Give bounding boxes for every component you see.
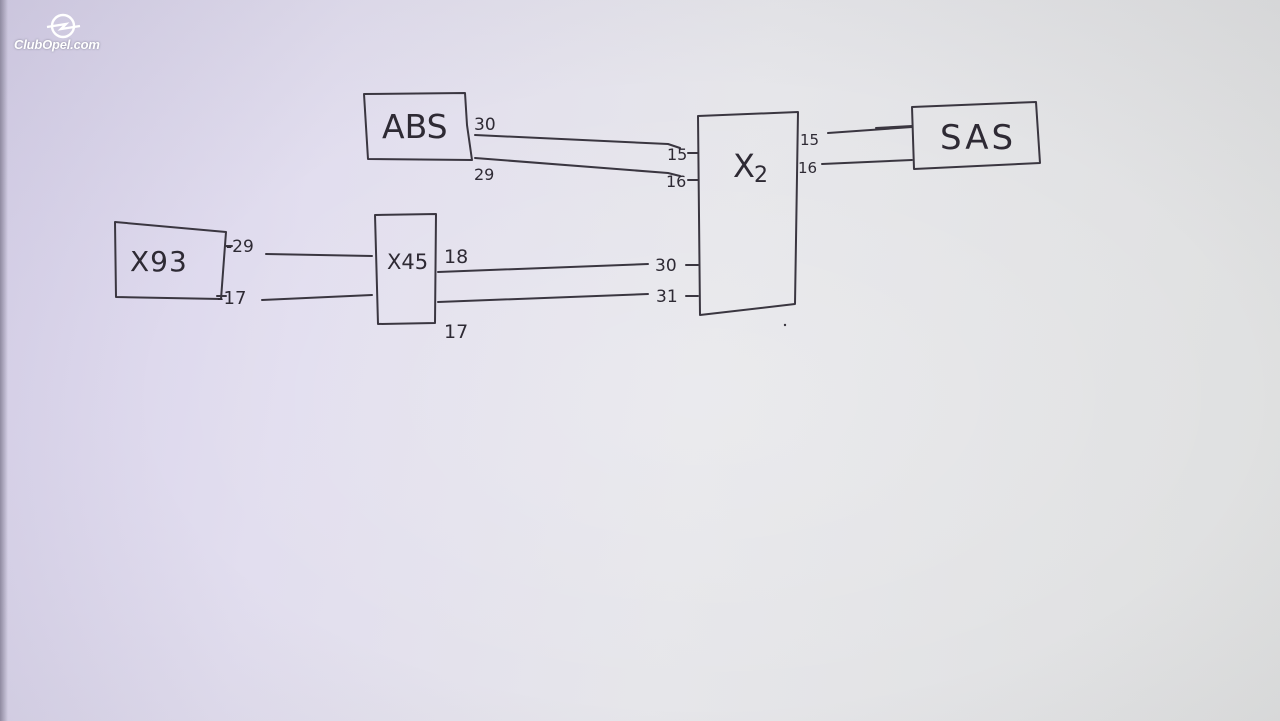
sas-label: SAS <box>940 118 1016 158</box>
x2-pin-16-label: 16 <box>666 172 686 191</box>
x2-subscript: 2 <box>754 163 768 188</box>
abs-pin-30: 30 <box>474 115 496 135</box>
x45-box <box>374 213 437 325</box>
x45-pin-18-label: 18 <box>444 246 468 268</box>
x45-pin-17-label: 17 <box>444 321 468 343</box>
wire-abs-30-to-x2-15 <box>474 134 681 149</box>
wire-x45-17-to-x2-31 <box>437 293 649 303</box>
paper-edge-shadow <box>0 0 8 721</box>
wire-abs-29-to-x2-16 <box>474 157 681 177</box>
x2-pin-31-label: 31 <box>656 287 678 307</box>
x2-box <box>697 111 799 316</box>
ink-dot <box>783 323 787 327</box>
abs-label: ABS <box>382 107 448 146</box>
wire-x93-29-to-x45 <box>265 253 373 257</box>
wire-x93-17-to-x45 <box>261 294 373 301</box>
sas-box <box>911 101 1041 170</box>
x93-pin-29-label: -29 <box>226 237 254 257</box>
x2-label: X <box>733 147 755 185</box>
x45-label: X45 <box>387 250 428 274</box>
x2-out-pin-15-label: 15 <box>800 131 819 149</box>
wire-x2-15-to-sas <box>827 126 913 134</box>
wire-x2-16-to-sas <box>821 159 913 165</box>
abs-pin-29: 29 <box>474 165 494 184</box>
wire-x45-18-to-x2-30 <box>437 263 649 273</box>
x93-box <box>114 221 227 300</box>
opel-logo-icon <box>46 13 81 39</box>
abs-box <box>363 92 473 161</box>
watermark-text: ClubOpel.com <box>14 37 100 52</box>
wire-x2-15-to-sas-double <box>875 125 913 129</box>
x93-pin-17-label: -17 <box>217 288 246 309</box>
x2-out-pin-16-label: 16 <box>798 159 817 177</box>
x2-pin-30-label: 30 <box>655 256 677 276</box>
x93-label: X93 <box>130 245 188 278</box>
x2-pin-15-label: 15 <box>667 145 687 164</box>
